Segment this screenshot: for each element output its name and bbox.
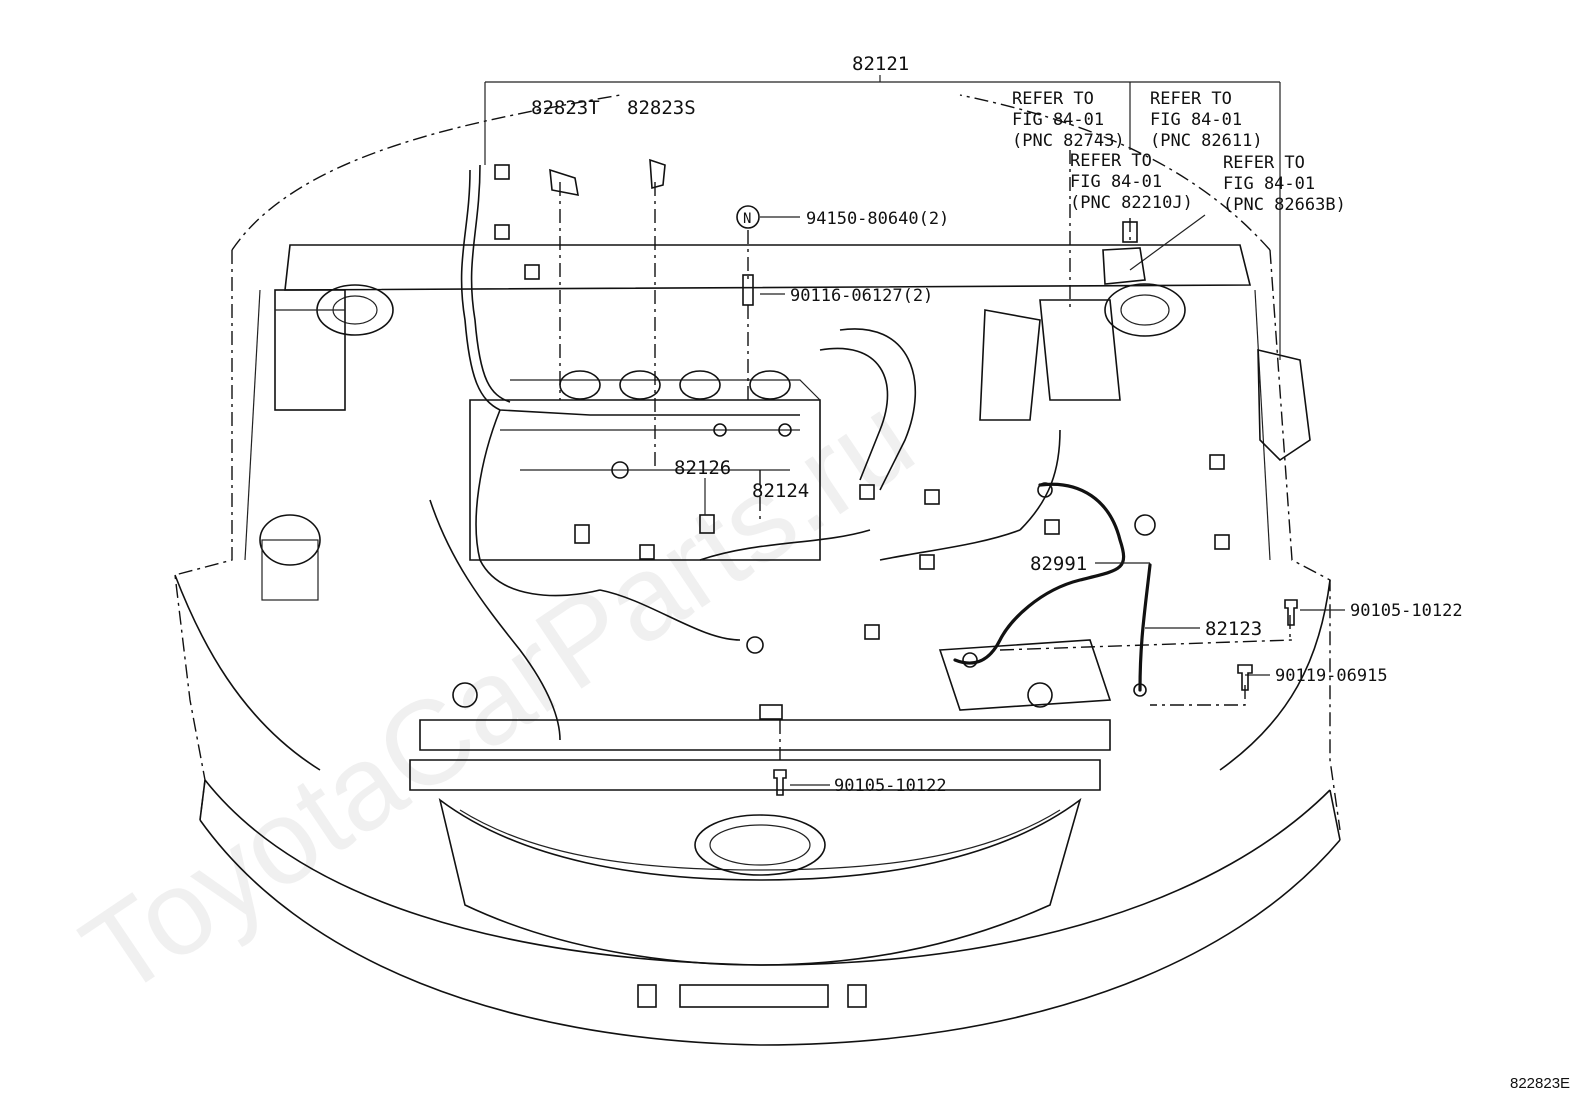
wiring-harness — [429, 164, 1230, 741]
label-82126: 82126 — [674, 457, 731, 479]
ref-line1: REFER TO — [1070, 151, 1152, 171]
reference-82743: REFER TO FIG 84-01 (PNC 82743) — [1012, 89, 1125, 151]
terminal-82823s-icon — [649, 158, 666, 190]
reference-82663b: REFER TO FIG 84-01 (PNC 82663B) — [1223, 153, 1346, 215]
label-90119-06915: 90119-06915 — [1275, 666, 1388, 686]
part-labels: 82121 82823T 82823S 94150-80640(2) 90116… — [531, 53, 1463, 796]
ref-line1: REFER TO — [1012, 89, 1094, 109]
label-90105-10122-right: 90105-10122 — [1350, 601, 1463, 621]
connector-82210j-icon — [1122, 221, 1138, 243]
ref-line2: FIG 84-01 — [1070, 172, 1162, 192]
figure-id: 822823E — [1510, 1075, 1570, 1092]
label-90116-06127: 90116-06127(2) — [790, 286, 933, 306]
label-90105-10122-bottom: 90105-10122 — [834, 776, 947, 796]
connector-82663b-icon — [1102, 247, 1146, 285]
watermark: ToyotaCarParts.ru — [60, 370, 937, 1022]
ref-line3: (PNC 82210J) — [1070, 193, 1193, 213]
ref-line1: REFER TO — [1223, 153, 1305, 173]
label-82123: 82123 — [1205, 618, 1262, 640]
ref-line2: FIG 84-01 — [1150, 110, 1242, 130]
ref-line3: (PNC 82743) — [1012, 131, 1125, 151]
fasteners: N — [549, 158, 1298, 796]
bolt-right-icon — [1284, 599, 1298, 626]
label-94150-80640: 94150-80640(2) — [806, 209, 949, 229]
label-82121: 82121 — [852, 53, 909, 75]
stud-icon — [742, 274, 754, 306]
leader-lines — [484, 75, 1345, 786]
car-body-outline — [174, 94, 1341, 1046]
ref-line1: REFER TO — [1150, 89, 1232, 109]
ref-line3: (PNC 82663B) — [1223, 195, 1346, 215]
nut-symbol: N — [743, 211, 751, 227]
ref-line3: (PNC 82611) — [1150, 131, 1263, 151]
ref-line2: FIG 84-01 — [1223, 174, 1315, 194]
reference-82611: REFER TO FIG 84-01 (PNC 82611) — [1150, 89, 1263, 151]
label-82823t: 82823T — [531, 97, 600, 119]
label-82124: 82124 — [752, 480, 809, 502]
ref-line2: FIG 84-01 — [1012, 110, 1104, 130]
label-82991: 82991 — [1030, 553, 1087, 575]
engine-bay — [259, 283, 1311, 751]
bolt-bottom-icon — [773, 769, 787, 796]
label-82823s: 82823S — [627, 97, 696, 119]
bolt-right-lower-icon — [1237, 664, 1253, 691]
connector-82823t-icon — [549, 168, 579, 197]
nut-icon — [736, 205, 760, 229]
reference-82210j: REFER TO FIG 84-01 (PNC 82210J) — [1070, 151, 1193, 213]
